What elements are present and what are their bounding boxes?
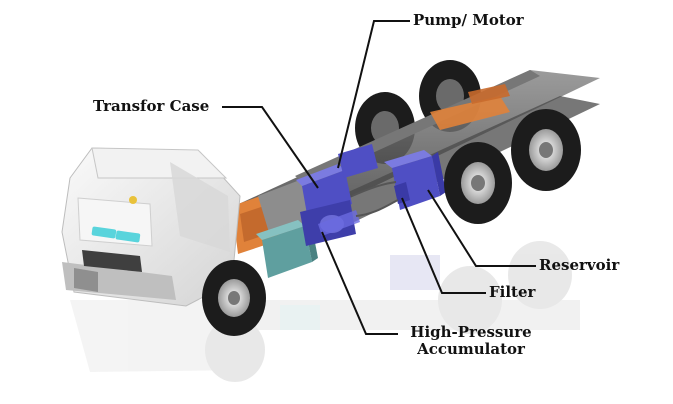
- leader-lines: [222, 20, 536, 335]
- leader-line-accumulator: [321, 231, 398, 335]
- leader-line-reservoir: [427, 189, 536, 267]
- hydraulic-line-lower: [355, 199, 399, 217]
- label-high-pressure-accumulator: High-Pressure Accumulator: [402, 324, 540, 358]
- hydraulic-line: [351, 181, 397, 197]
- pump-motor-unit: [338, 144, 378, 178]
- filter-unit: [394, 182, 410, 204]
- label-transfer-case: Transfor Case: [93, 97, 210, 115]
- label-reservoir: Reservoir: [539, 256, 620, 274]
- leader-line-pump-motor: [337, 20, 410, 169]
- label-pump-motor: Pump/ Motor: [413, 11, 524, 29]
- front-tire: [202, 260, 266, 336]
- leader-line-filter: [401, 197, 486, 294]
- truck-cab: [61, 147, 241, 307]
- rear-orange-plate: [468, 84, 510, 104]
- label-accumulator-line1: High-Pressure: [410, 323, 532, 341]
- rear-tires-near-side: [444, 109, 581, 224]
- floor-reflection: [70, 241, 580, 382]
- rear-orange-bracket: [430, 96, 510, 130]
- label-accumulator-line2: Accumulator: [417, 340, 525, 358]
- label-filter: Filter: [489, 283, 536, 301]
- leader-line-transfer-case: [222, 106, 319, 189]
